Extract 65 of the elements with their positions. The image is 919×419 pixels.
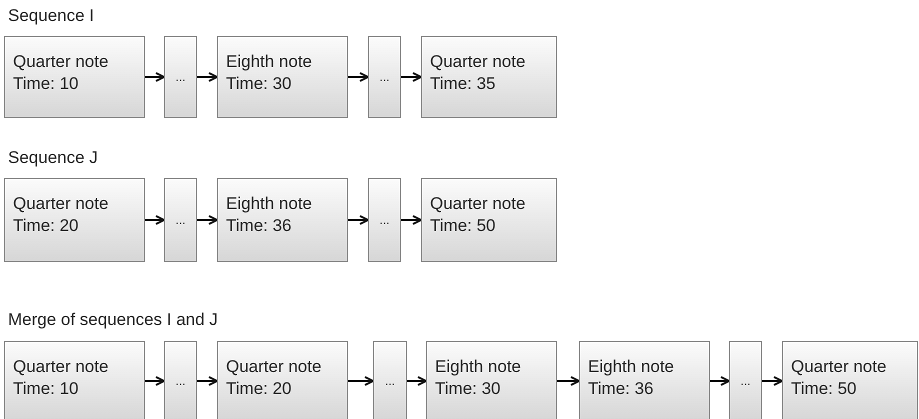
arrow [710, 376, 730, 386]
ellipsis-box [368, 36, 401, 118]
arrow [762, 376, 783, 386]
note-name: Eighth note [226, 193, 312, 215]
arrow [348, 72, 369, 82]
note-name: Quarter note [791, 356, 886, 378]
arrow [348, 215, 369, 225]
ellipsis-box [164, 36, 197, 118]
note-box [217, 36, 348, 118]
arrow [145, 215, 165, 225]
sequence-heading: Sequence I [8, 6, 94, 26]
ellipsis-text: ... [379, 212, 390, 229]
note-box [782, 341, 918, 419]
arrow [145, 376, 165, 386]
arrow [557, 376, 580, 386]
note-time: Time: 20 [13, 215, 79, 237]
note-name: Eighth note [435, 356, 522, 378]
note-box [426, 341, 557, 419]
note-name: Quarter note [430, 193, 526, 215]
note-time: Time: 36 [226, 215, 292, 237]
note-name: Eighth note [588, 356, 674, 378]
ellipsis-box [729, 341, 762, 419]
sequence-heading: Merge of sequences I and J [8, 310, 218, 330]
ellipsis-text: ... [384, 373, 395, 390]
note-name: Eighth note [226, 51, 312, 73]
ellipsis-box [373, 341, 407, 419]
note-name: Quarter note [13, 356, 108, 378]
note-time: Time: 10 [13, 73, 79, 95]
note-box [4, 178, 145, 262]
arrow [197, 376, 218, 386]
arrow [407, 376, 427, 386]
note-time: Time: 50 [430, 215, 496, 237]
note-box [217, 341, 348, 419]
note-time: Time: 36 [588, 378, 654, 400]
note-name: Quarter note [13, 51, 108, 73]
note-time: Time: 50 [791, 378, 857, 400]
ellipsis-box [164, 341, 197, 419]
note-box [217, 178, 348, 262]
ellipsis-box [368, 178, 401, 262]
note-box [579, 341, 710, 419]
arrow [145, 72, 165, 82]
note-time: Time: 35 [430, 73, 496, 95]
ellipsis-text: ... [379, 69, 390, 86]
sequence-heading: Sequence J [8, 148, 98, 168]
note-name: Quarter note [226, 356, 322, 378]
ellipsis-text: ... [175, 212, 186, 229]
arrow [197, 215, 218, 225]
note-time: Time: 10 [13, 378, 79, 400]
note-name: Quarter note [430, 51, 526, 73]
note-name: Quarter note [13, 193, 108, 215]
note-box [421, 36, 557, 118]
note-box [4, 341, 145, 419]
note-time: Time: 30 [226, 73, 292, 95]
arrow [197, 72, 218, 82]
ellipsis-box [164, 178, 197, 262]
ellipsis-text: ... [175, 373, 186, 390]
note-time: Time: 20 [226, 378, 292, 400]
ellipsis-text: ... [740, 373, 750, 390]
note-box [421, 178, 557, 262]
note-box [4, 36, 145, 118]
arrow [401, 215, 422, 225]
arrow [401, 72, 422, 82]
ellipsis-text: ... [175, 69, 186, 86]
arrow [348, 376, 374, 386]
note-time: Time: 30 [435, 378, 501, 400]
